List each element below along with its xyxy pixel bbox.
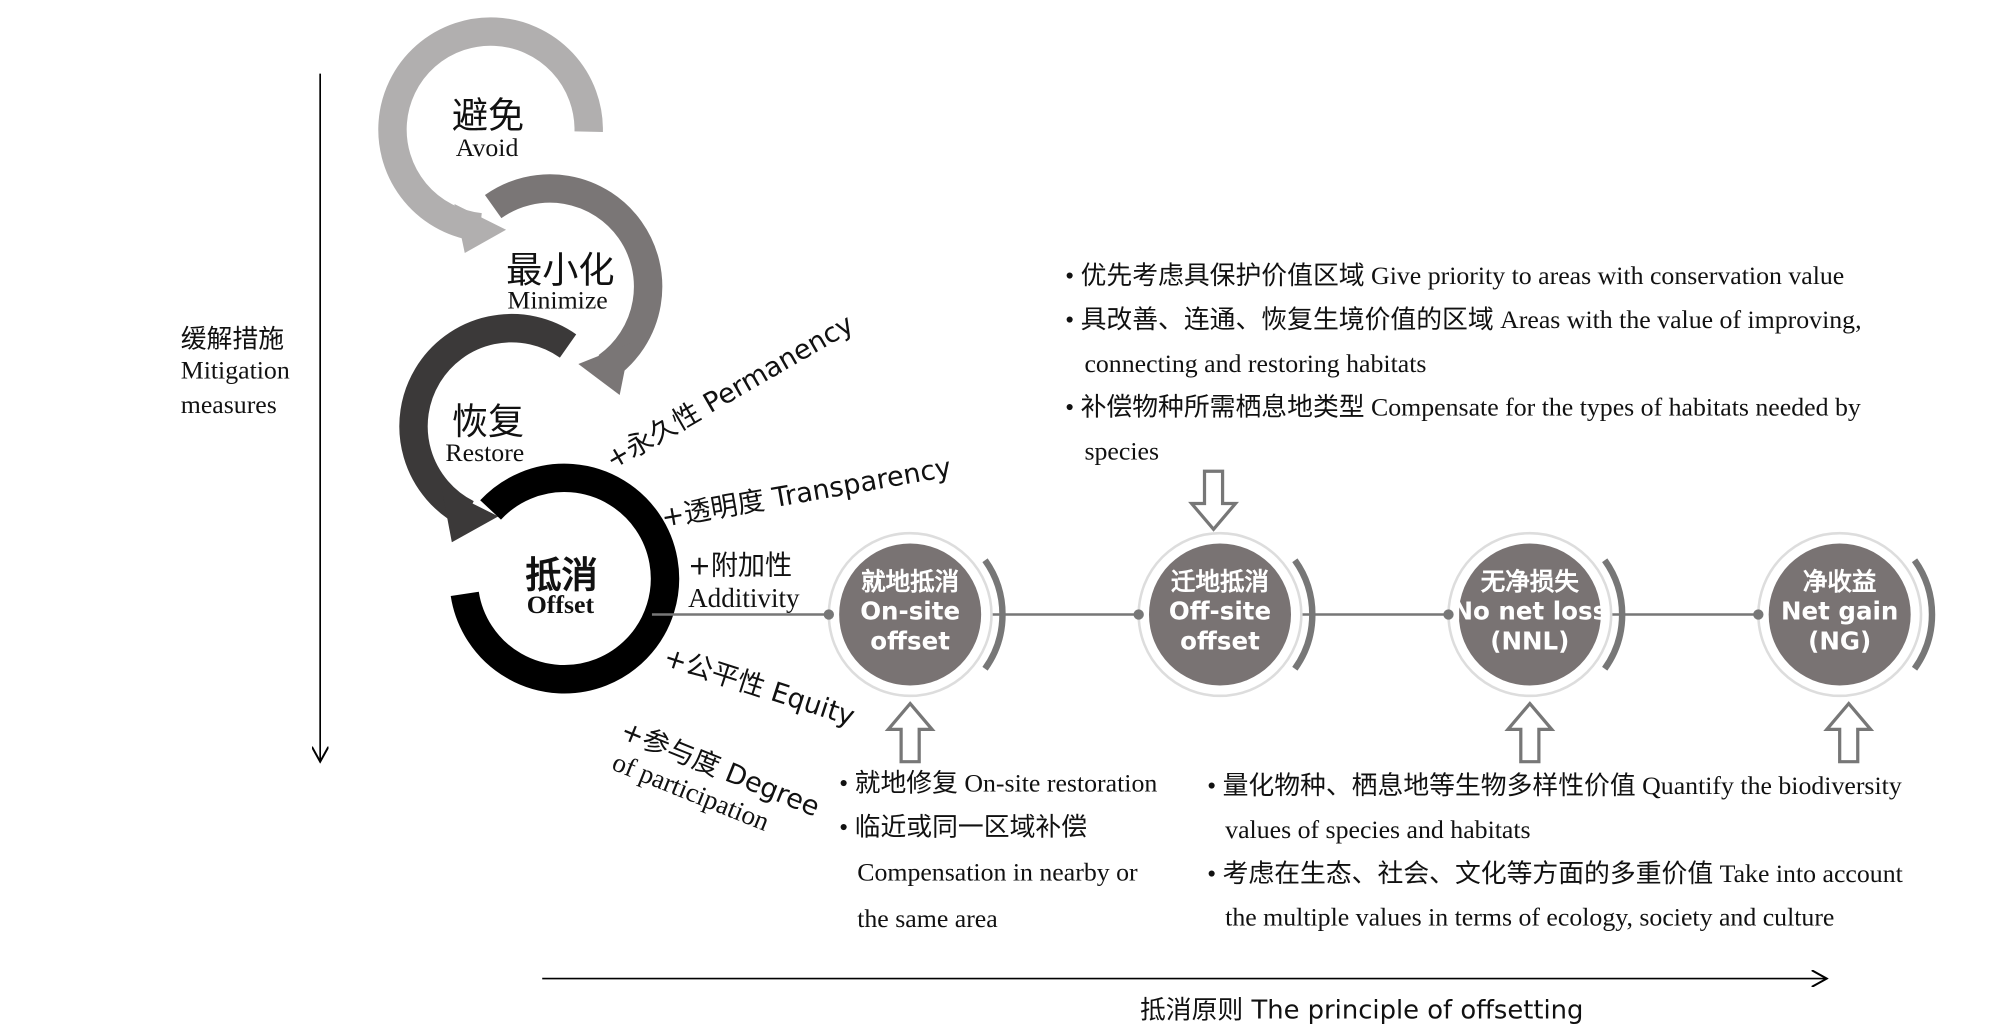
node-label-line: Net gain [1780,597,1899,627]
node-label-line: offset [1180,627,1260,656]
node-label-line: 净收益 [1802,568,1877,597]
node-label-line: (NG) [1808,627,1872,656]
node-ng-circle [1753,531,1936,698]
node-label-line: 迁地抵消 [1170,568,1270,597]
offsite-note-1: • 优先考虑具保护价值区域 Give priority to areas wit… [1065,262,1845,291]
avoid-ring [378,17,603,254]
offsite-note-2b: connecting and restoring habitats [1084,349,1427,379]
nnl-note-2b: the multiple values in terms of ecology,… [1225,903,1835,933]
node-label-line: Off-site [1168,597,1272,627]
offset-en: Offset [526,591,595,620]
onsite-note-2b: Compensation in nearby or [857,858,1138,887]
mitigation-label-en1: Mitigation [180,356,290,385]
node-nnl-circle [1443,531,1626,698]
onsite-note-2c: the same area [857,904,998,934]
mitigation-label-zh: 缓解措施 [180,322,285,354]
restore-zh: 恢复 [451,400,525,443]
offsite-note-3: • 补偿物种所需栖息地类型 Compensate for the types o… [1065,393,1861,423]
node-label-line: offset [870,627,950,656]
offsite-notes: • 优先考虑具保护价值区域 Give priority to areas wit… [1065,254,1861,473]
offsite-note-2: • 具改善、连通、恢复生境价值的区域 Areas with the value … [1065,305,1862,335]
mitigation-label-en2: measures [180,391,277,420]
node-label-line: (NNL) [1490,627,1570,656]
restore-ring [399,314,577,543]
avoid-zh: 避免 [451,94,525,137]
offsite-note-3b: species [1084,437,1160,467]
node-label-line: No net loss [1452,597,1608,627]
node-label-line: On-site [860,597,961,627]
nnl-note-2: • 考虑在生态、社会、文化等方面的多重价值 Take into account [1207,859,1903,889]
up-arrow-ng [1823,701,1875,764]
offset-zh: 抵消 [525,553,598,597]
node-label-line: 就地抵消 [861,568,960,597]
down-arrow-offsite [1188,469,1239,532]
principle-additivity-zh: +附加性 [688,549,793,581]
onsite-note-1: • 就地修复 On-site restoration [839,769,1158,798]
node-onsite-circle [823,531,1006,698]
minimize-zh: 最小化 [506,249,615,292]
up-arrow-onsite [884,701,936,764]
nnl-notes: • 量化物种、栖息地等生物多样性价值 Quantify the biodiver… [1207,764,1903,940]
minimize-ring [484,174,663,396]
avoid-en: Avoid [455,134,519,163]
restore-en: Restore [445,438,525,468]
up-arrow-nnl [1504,701,1556,764]
nnl-note-1b: values of species and habitats [1225,815,1531,845]
offset-ring [450,463,680,694]
onsite-note-2: • 临近或同一区域补偿 [839,813,1088,842]
node-offsite-circle [1133,531,1316,698]
nnl-note-1: • 量化物种、栖息地等生物多样性价值 Quantify the biodiver… [1207,772,1902,801]
principle-axis-label: 抵消原则 The principle of offsetting [1139,994,1584,1026]
node-label-line: 无净损失 [1480,568,1579,597]
principle-additivity-en: Additivity [688,582,800,614]
onsite-notes: • 就地修复 On-site restoration • 临近或同一区域补偿 C… [839,762,1157,943]
minimize-en: Minimize [507,286,608,316]
